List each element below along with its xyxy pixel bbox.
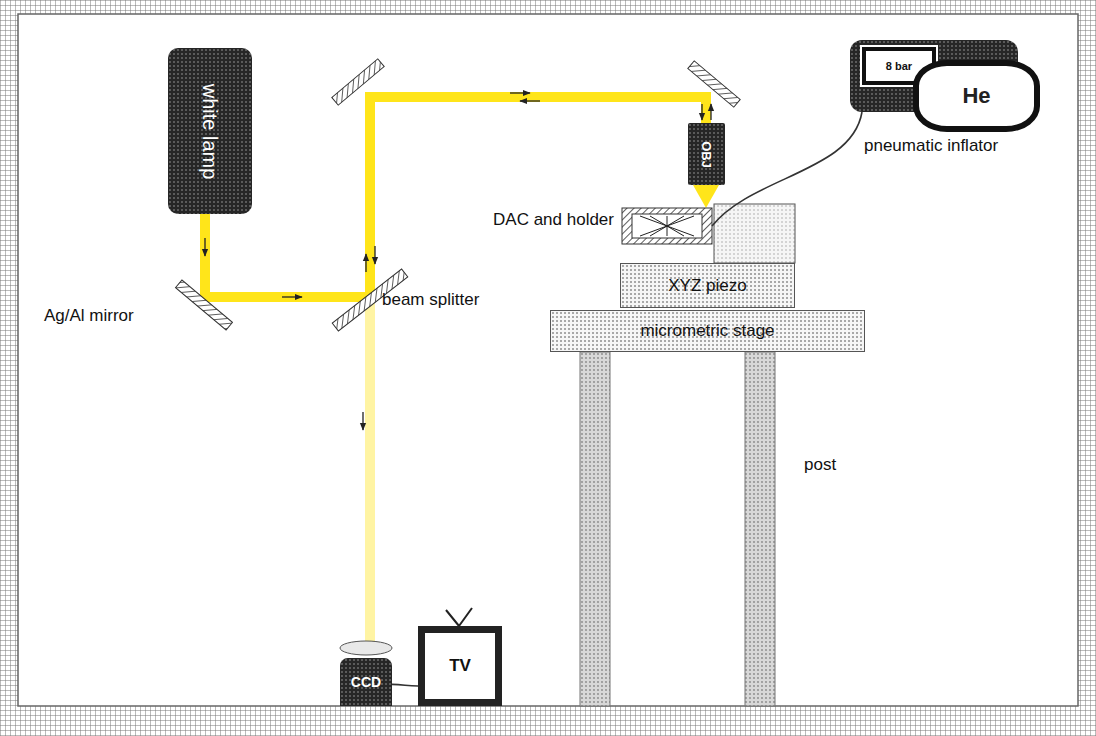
post-label: post (804, 455, 836, 475)
mirror (176, 280, 233, 330)
cable (392, 684, 418, 686)
tv-monitor: TV (418, 626, 502, 706)
node-label: DAC and holder (493, 210, 614, 230)
cable (712, 112, 862, 226)
helium-bottle: He (913, 60, 1040, 132)
node-label: 8 bar (886, 60, 912, 72)
post (745, 352, 775, 706)
node-label: XYZ piezo (668, 276, 746, 296)
ccd-camera: CCD (340, 658, 392, 706)
mirror-label: Ag/Al mirror (44, 306, 134, 326)
dac-holder: DAC and holder (622, 208, 712, 244)
post (580, 352, 610, 706)
transmitted-beam (365, 300, 375, 642)
mirror (332, 59, 384, 105)
lens (340, 641, 392, 655)
inflator-body: pneumatic inflator8 barHe (850, 40, 1018, 112)
micrometric-stage: micrometric stage (550, 310, 865, 352)
focused-beam (693, 185, 719, 208)
tv-antenna (446, 608, 472, 626)
dac-anvils (622, 208, 712, 244)
mirror (688, 61, 740, 107)
node-label: He (962, 83, 990, 109)
node-label: pneumatic inflator (864, 136, 998, 156)
lamp-box: white lamp (168, 48, 252, 214)
node-label: OBJ (699, 141, 714, 168)
node-label: TV (449, 656, 471, 676)
objective-box: OBJ (688, 123, 725, 185)
table-area (18, 14, 1078, 706)
direction-arrows (205, 93, 711, 430)
node-label: white lamp (199, 83, 222, 179)
piezo-stage: XYZ piezo (620, 263, 795, 308)
node-label: micrometric stage (640, 321, 774, 341)
node-label: CCD (351, 674, 381, 690)
splitter-label: beam splitter (382, 290, 479, 310)
